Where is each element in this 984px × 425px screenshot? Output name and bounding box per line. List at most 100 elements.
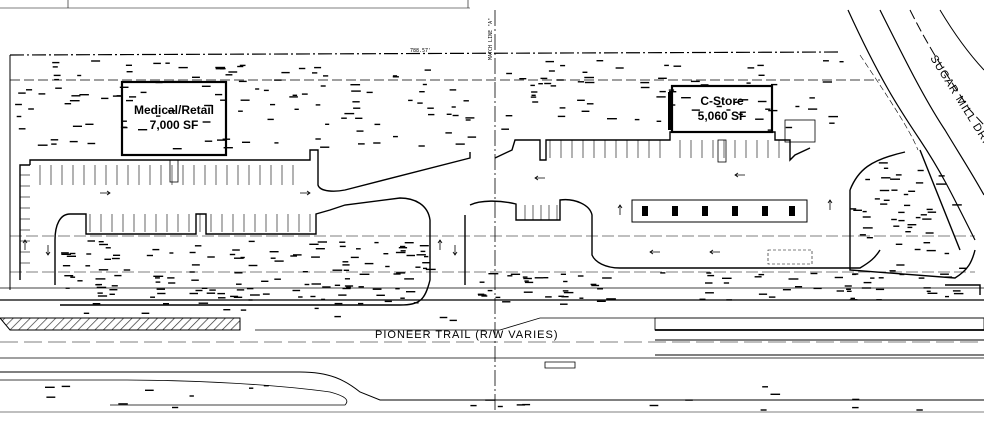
spot-elevation bbox=[61, 252, 69, 254]
spot-elevation bbox=[105, 247, 111, 249]
spot-elevation bbox=[767, 129, 773, 131]
spot-elevation bbox=[358, 302, 364, 305]
spot-elevation bbox=[255, 88, 260, 90]
spot-elevation bbox=[202, 121, 211, 123]
spot-elevation bbox=[322, 286, 331, 288]
spot-elevation bbox=[97, 295, 108, 297]
spot-elevation bbox=[927, 292, 938, 294]
spot-elevation bbox=[72, 125, 82, 127]
spot-elevation bbox=[602, 277, 612, 279]
spot-elevation bbox=[522, 276, 528, 278]
spot-elevation bbox=[866, 237, 873, 239]
spot-elevation bbox=[916, 409, 923, 411]
spot-elevation bbox=[359, 273, 370, 275]
spot-elevation bbox=[246, 287, 254, 290]
spot-elevation bbox=[579, 297, 584, 299]
spot-elevation bbox=[746, 82, 751, 84]
spot-elevation bbox=[341, 117, 347, 119]
spot-elevation bbox=[364, 262, 374, 265]
spot-elevation bbox=[659, 90, 666, 93]
spot-elevation bbox=[427, 107, 434, 109]
spot-elevation bbox=[248, 240, 255, 243]
spot-elevation bbox=[836, 290, 844, 292]
east-parking-lot bbox=[464, 131, 981, 295]
spot-elevation bbox=[118, 403, 128, 405]
spot-elevation bbox=[510, 273, 521, 275]
spot-elevation bbox=[281, 71, 290, 74]
c-store-building: C-Store 5,060 SF bbox=[668, 84, 816, 163]
spot-elevation bbox=[846, 290, 852, 292]
traffic-arrow bbox=[45, 245, 51, 256]
spot-elevation bbox=[545, 60, 554, 63]
spot-elevation bbox=[936, 183, 946, 185]
spot-elevation bbox=[366, 91, 373, 94]
spot-elevation bbox=[908, 190, 916, 192]
spot-elevation bbox=[37, 144, 48, 146]
spot-elevation bbox=[383, 253, 389, 255]
spot-elevation bbox=[38, 93, 46, 95]
spot-elevation bbox=[852, 273, 859, 275]
spot-elevation bbox=[156, 288, 165, 290]
spot-elevation bbox=[691, 109, 700, 111]
spot-elevation bbox=[87, 240, 95, 242]
spot-elevation bbox=[223, 147, 233, 149]
spot-elevation bbox=[315, 138, 321, 140]
spot-elevation bbox=[392, 75, 398, 77]
spot-elevation bbox=[915, 216, 921, 219]
spot-elevation bbox=[77, 74, 82, 77]
spot-elevation bbox=[109, 293, 115, 295]
spot-elevation bbox=[755, 118, 764, 120]
spot-elevation bbox=[415, 266, 421, 268]
spot-elevation bbox=[250, 294, 260, 296]
spot-elevation bbox=[543, 277, 549, 279]
spot-elevation bbox=[87, 142, 96, 145]
spot-elevation bbox=[169, 252, 174, 254]
spot-elevation bbox=[298, 296, 303, 298]
spot-elevation bbox=[97, 292, 103, 294]
spot-elevation bbox=[419, 245, 429, 247]
spot-elevation bbox=[396, 272, 406, 274]
spot-elevation bbox=[898, 211, 905, 214]
spot-elevation bbox=[952, 290, 961, 292]
spot-elevation bbox=[45, 386, 55, 388]
pioneer-trail-road bbox=[0, 287, 984, 413]
spot-elevation bbox=[690, 80, 700, 83]
spot-elevation bbox=[215, 68, 226, 70]
spot-elevation bbox=[532, 101, 539, 103]
spot-elevation bbox=[218, 297, 226, 299]
match-line: MATCH LINE "A" bbox=[488, 10, 496, 410]
spot-elevation bbox=[945, 295, 949, 298]
spot-elevation bbox=[922, 218, 932, 220]
match-line-label: MATCH LINE "A" bbox=[488, 18, 494, 60]
traffic-arrow bbox=[22, 239, 28, 250]
spot-elevation bbox=[878, 277, 884, 279]
spot-elevation bbox=[311, 283, 321, 285]
spot-elevation bbox=[125, 64, 132, 66]
spot-elevation bbox=[69, 140, 78, 143]
spot-elevation bbox=[904, 204, 911, 207]
parking-stalls bbox=[20, 140, 780, 264]
spot-elevation bbox=[104, 258, 111, 260]
spot-elevation bbox=[883, 199, 890, 201]
spot-elevation bbox=[862, 227, 873, 229]
spot-elevation bbox=[445, 132, 452, 134]
spot-elevation bbox=[351, 90, 361, 92]
spot-elevation bbox=[116, 95, 121, 97]
spot-elevation bbox=[270, 257, 276, 259]
spot-elevation bbox=[716, 105, 722, 108]
spot-elevation bbox=[234, 257, 244, 259]
spot-elevation bbox=[232, 249, 240, 251]
spot-elevation bbox=[334, 315, 341, 318]
spot-elevation bbox=[822, 81, 832, 83]
spot-elevation bbox=[478, 294, 487, 296]
traffic-arrow bbox=[617, 204, 623, 215]
spot-elevation bbox=[899, 273, 905, 276]
spot-elevation bbox=[852, 398, 860, 401]
spot-elevation bbox=[234, 272, 243, 274]
spot-elevation bbox=[584, 76, 594, 79]
spot-elevation bbox=[69, 100, 80, 102]
spot-elevation bbox=[294, 108, 299, 110]
spot-elevation bbox=[762, 386, 768, 388]
spot-elevation bbox=[217, 292, 225, 295]
spot-elevation bbox=[393, 273, 401, 275]
